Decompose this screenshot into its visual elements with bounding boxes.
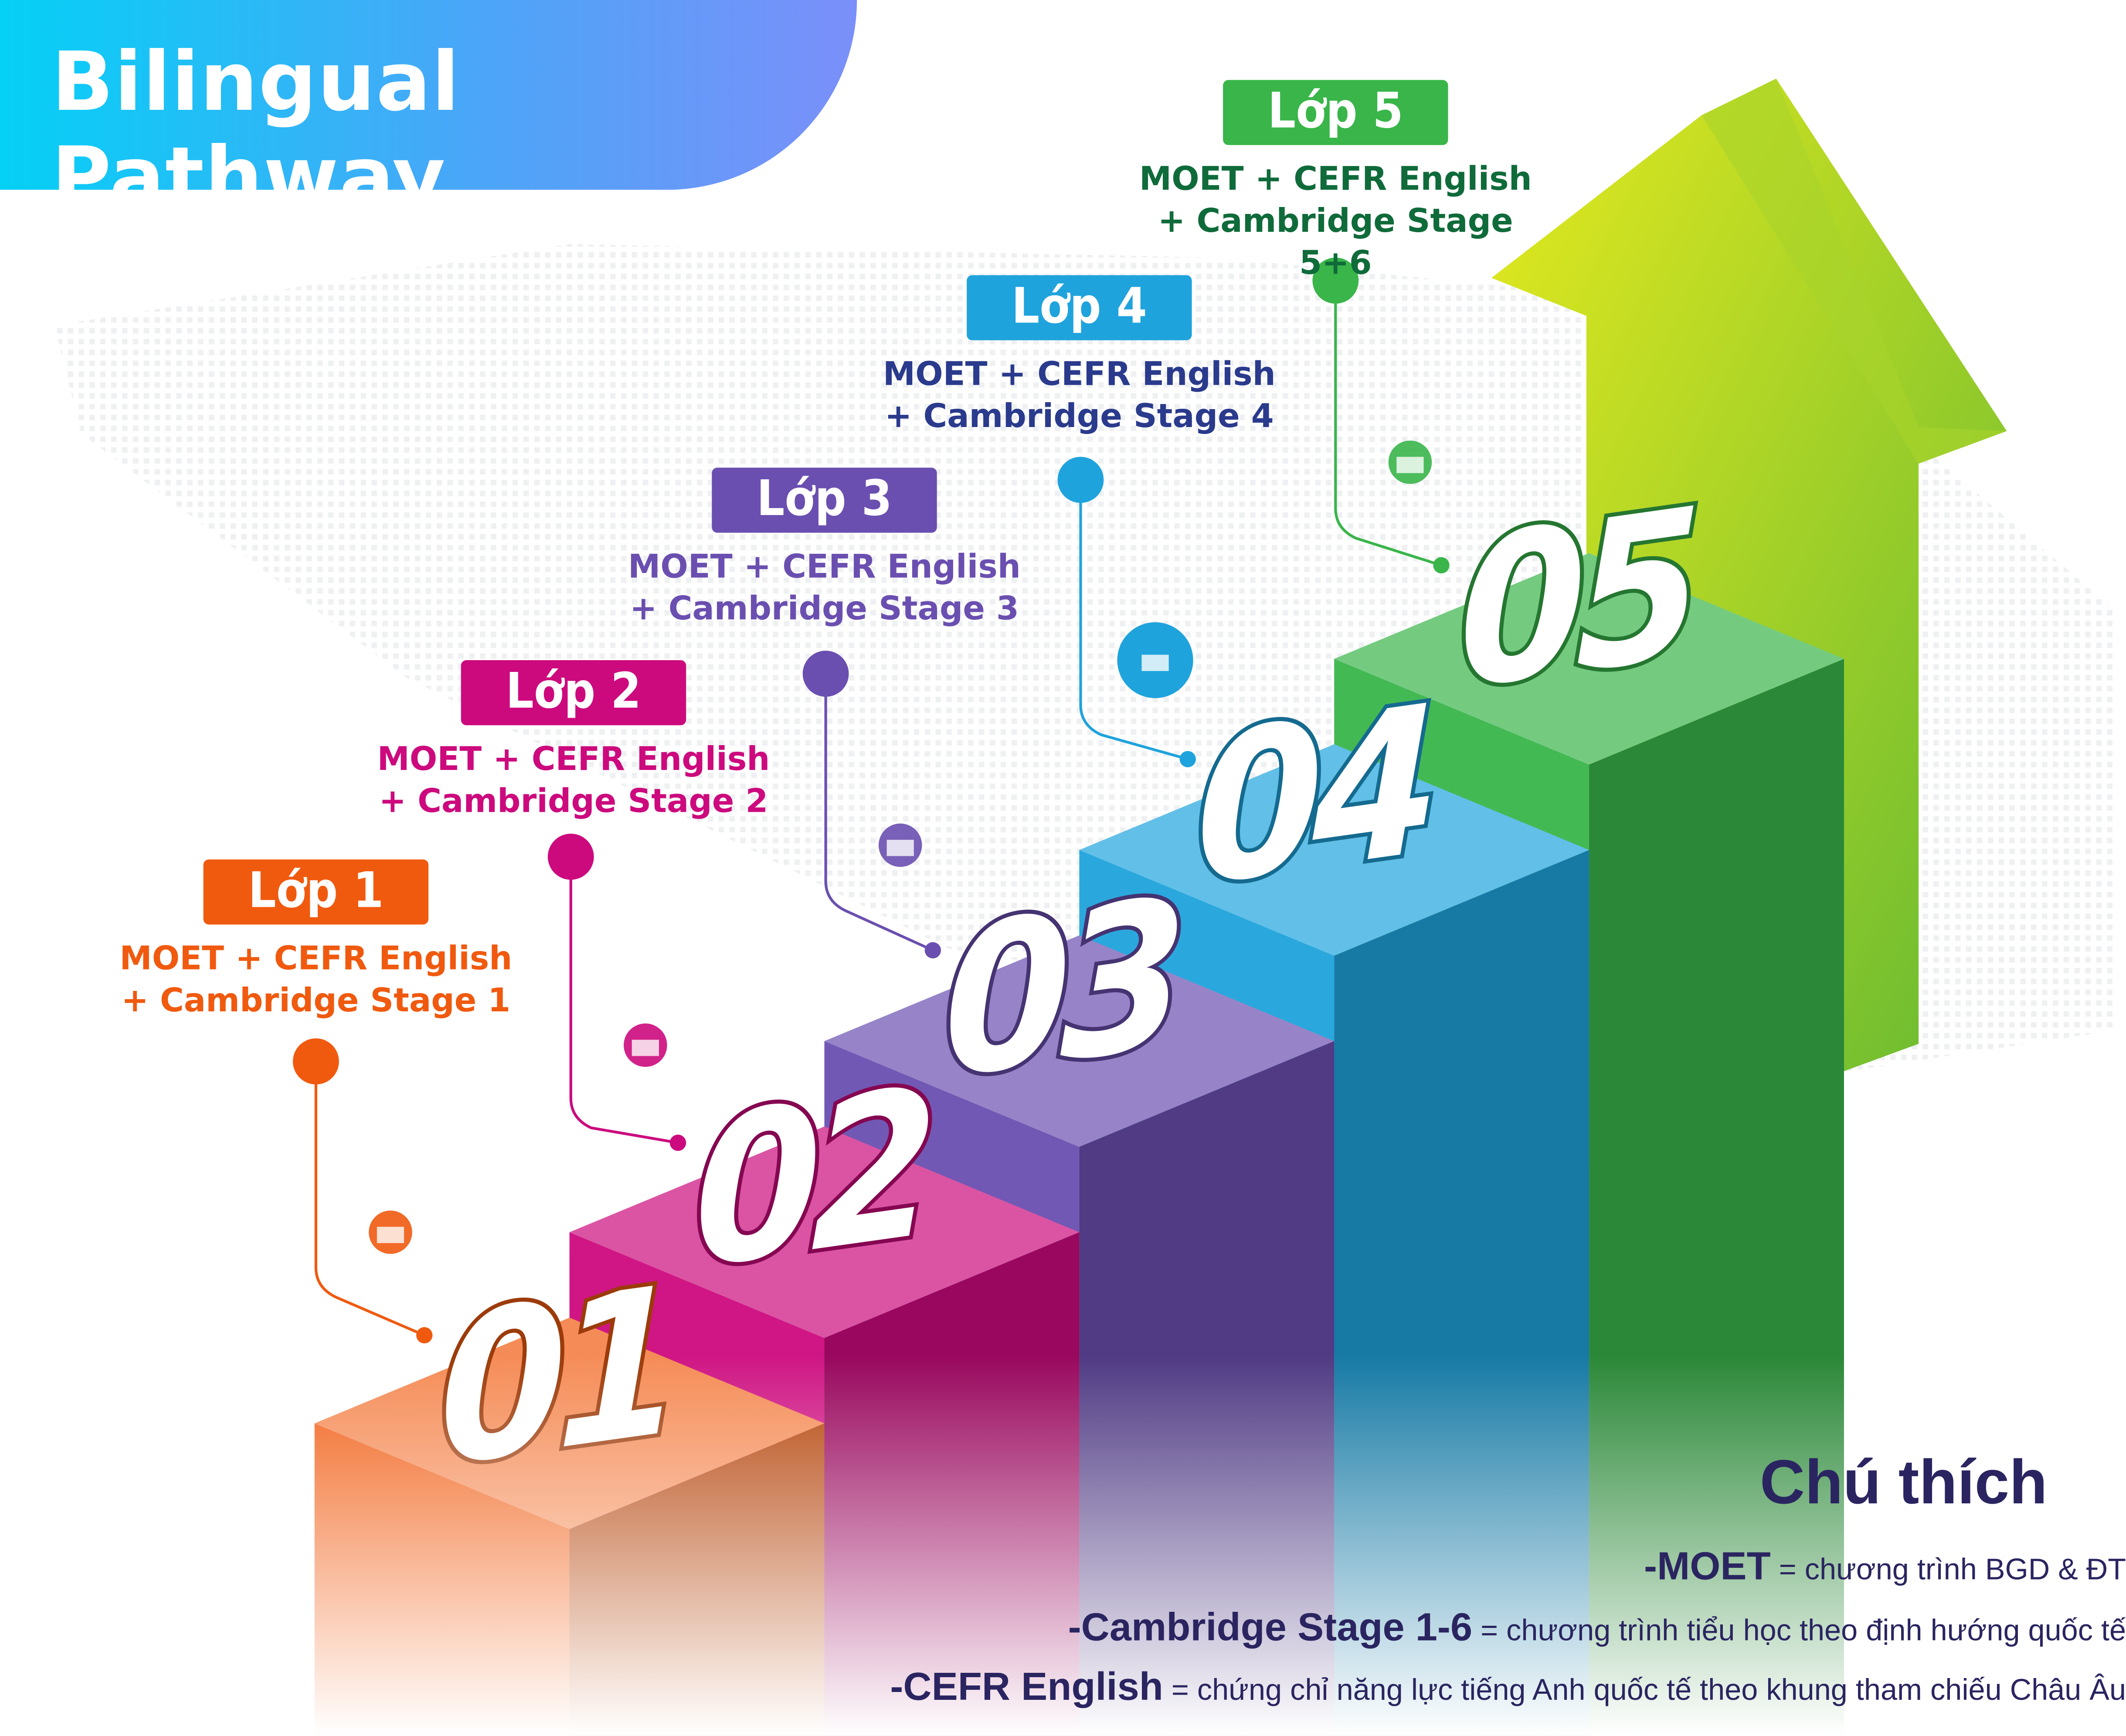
grade-badge-1: Lớp 1	[203, 859, 429, 925]
description-line-1: MOET + CEFR English	[119, 939, 513, 978]
connector-1	[292, 1038, 433, 1344]
graduation-cap-icon	[1388, 441, 1432, 484]
grade-badge-5: Lớp 5	[1223, 80, 1448, 145]
description-line-1: MOET + CEFR English	[883, 355, 1276, 393]
description-line-2: + Cambridge Stage 4	[884, 397, 1274, 435]
legend-item-cefr: -CEFR English = chứng chỉ năng lực tiếng…	[890, 1666, 2126, 1711]
connector-end-dot	[924, 942, 941, 959]
connector-2	[547, 834, 686, 1151]
head-gear-icon	[878, 823, 922, 867]
grade-description-2: MOET + CEFR English + Cambridge Stage 2	[357, 739, 791, 823]
reading-student-icon	[369, 1210, 412, 1254]
grade-description-3: MOET + CEFR English + Cambridge Stage 3	[608, 546, 1042, 631]
step-number-5: 05	[1459, 465, 1696, 735]
step-number-2: 02	[694, 1044, 928, 1314]
legend-term: -CEFR English	[890, 1666, 1163, 1709]
page-title: Bilingual Pathway	[51, 35, 460, 225]
connector-5	[1312, 258, 1450, 573]
grade-badge-3: Lớp 3	[712, 468, 937, 533]
description-line-2: + Cambridge Stage 1	[121, 981, 511, 1020]
connector-dot	[802, 651, 849, 697]
reflection-fade	[271, 1356, 2034, 1736]
connector-line	[824, 674, 934, 952]
connector-dot	[1312, 258, 1359, 304]
grade-description-4: MOET + CEFR English + Cambridge Stage 4	[863, 354, 1297, 438]
grade-description-5: MOET + CEFR English + Cambridge Stage 5+6	[1119, 159, 1553, 285]
description-line-2: + Cambridge Stage 2	[379, 782, 768, 821]
grade-description-1: MOET + CEFR English+ Cambridge Stage 1	[99, 938, 533, 1022]
connector-end-dot	[1179, 751, 1196, 767]
open-book-icon	[1117, 622, 1193, 698]
graduation-books-icon	[624, 1023, 667, 1067]
step-top-face	[1334, 553, 1844, 765]
connector-3	[802, 651, 941, 959]
connector-end-dot	[1433, 557, 1450, 573]
connector-line	[1334, 280, 1442, 567]
legend-term: -Cambridge Stage 1-6	[1068, 1606, 1473, 1650]
description-line-2: + Cambridge Stage 3	[630, 590, 1019, 628]
description-line-1: MOET + CEFR English	[1139, 160, 1532, 198]
connector-dot	[1057, 457, 1104, 503]
connector-line	[314, 1061, 425, 1337]
legend-term: -MOET	[1644, 1545, 1771, 1589]
legend-title: Chú thích	[1759, 1446, 2048, 1517]
description-line-1: MOET + CEFR English	[628, 547, 1021, 586]
header-banner: Bilingual Pathway	[0, 0, 857, 225]
legend-definition: = chứng chỉ năng lực tiếng Anh quốc tế t…	[1163, 1672, 2126, 1707]
description-line-1: MOET + CEFR English	[377, 740, 770, 778]
legend-item-cambridge: -Cambridge Stage 1-6 = chương trình tiểu…	[1068, 1607, 2126, 1651]
connector-dot	[292, 1038, 339, 1085]
legend-definition: = chương trình tiểu học theo định hướng …	[1472, 1613, 2126, 1647]
legend-definition: = chương trình BGD & ĐT	[1770, 1552, 2126, 1586]
growth-arrow-side	[1701, 78, 2007, 464]
grade-badge-2: Lớp 2	[461, 660, 686, 726]
step-number-4: 04	[1196, 662, 1430, 932]
step-top-face	[1079, 744, 1589, 956]
description-line-2: + Cambridge Stage 5+6	[1158, 202, 1513, 282]
connector-end-dot	[669, 1134, 686, 1151]
connector-line	[569, 857, 679, 1144]
legend-item-moet: -MOET = chương trình BGD & ĐT	[1644, 1546, 2126, 1590]
grade-badge-4: Lớp 4	[967, 275, 1192, 340]
connector-4	[1057, 457, 1196, 767]
connector-end-dot	[416, 1327, 433, 1344]
step-number-3: 03	[944, 854, 1178, 1124]
connector-line	[1079, 480, 1189, 761]
connector-dot	[547, 834, 594, 880]
